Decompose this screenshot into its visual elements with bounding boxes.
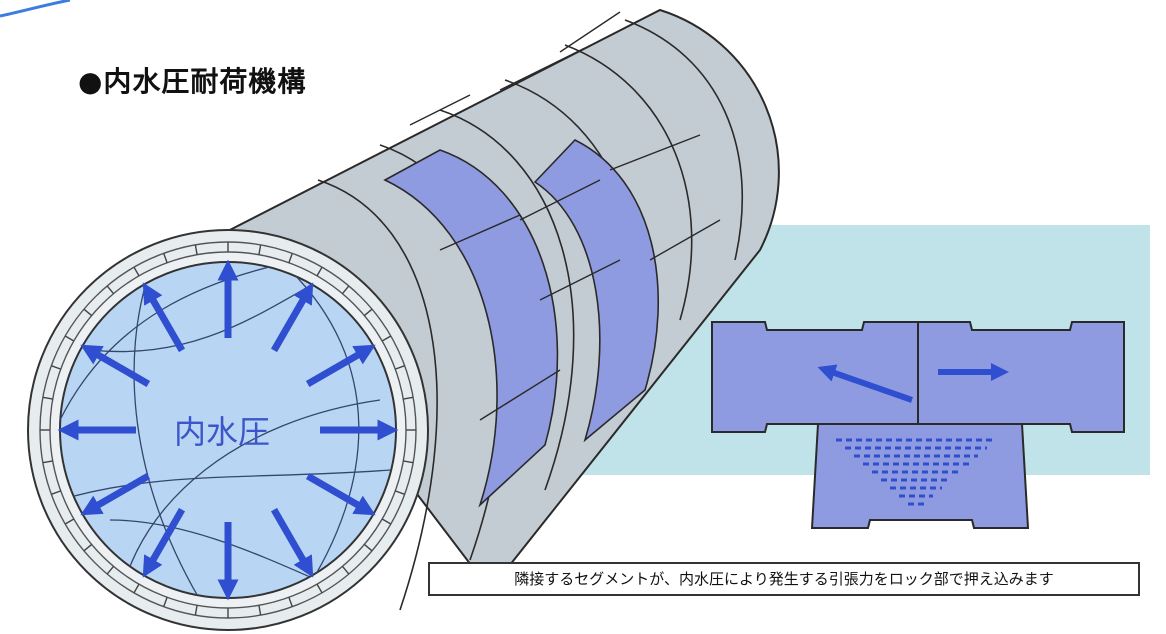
ring-tick xyxy=(163,597,168,607)
segment-lock-diagram xyxy=(711,321,1125,529)
ring-tick xyxy=(403,396,414,400)
ring-tick xyxy=(106,565,115,575)
pressure-arrow xyxy=(270,507,314,578)
left-segment xyxy=(711,321,919,433)
lower-segment xyxy=(810,423,1030,529)
ring-tick xyxy=(64,518,75,525)
ring-tick xyxy=(42,396,53,400)
ring-tick xyxy=(316,583,323,594)
pressure-arrow xyxy=(270,282,314,353)
ring-tick xyxy=(316,266,323,277)
ring-tick xyxy=(258,605,262,616)
ring-tick xyxy=(341,565,350,575)
ring-tick xyxy=(395,365,405,370)
pressure-arrow xyxy=(305,472,376,516)
ring-tick xyxy=(133,266,140,277)
ring-tick xyxy=(163,253,168,263)
right-segment xyxy=(917,321,1125,433)
ring-face xyxy=(27,229,429,631)
ring-tick xyxy=(83,308,93,317)
blue-segment-1 xyxy=(383,149,559,508)
blue-segment-2 xyxy=(533,139,660,443)
pressure-arrow xyxy=(142,282,186,353)
ring-tick xyxy=(395,490,405,495)
ring-tick xyxy=(83,543,93,552)
corner-swoosh xyxy=(0,0,71,18)
caption-box: 隣接するセグメントが、内水圧により発生する引張力をロック部で押え込みます xyxy=(428,562,1140,596)
pressure-arrow xyxy=(305,344,376,388)
pressure-arrow xyxy=(80,472,151,516)
ring-tick xyxy=(288,253,293,263)
pressure-arrows xyxy=(57,259,399,601)
ring-tick xyxy=(381,335,392,342)
ring-tick xyxy=(51,490,61,495)
ring-tick xyxy=(42,460,53,464)
ring-tick xyxy=(194,244,198,255)
segment-joints xyxy=(409,11,721,421)
ring-tick xyxy=(403,460,414,464)
ring-tick xyxy=(341,285,350,295)
ring-tick xyxy=(258,244,262,255)
pressure-arrow xyxy=(80,344,151,388)
ring-tick xyxy=(381,518,392,525)
ring-tick xyxy=(106,285,115,295)
ring-tick xyxy=(363,543,373,552)
ring-tick xyxy=(288,597,293,607)
ring-tick xyxy=(194,605,198,616)
ring-tick xyxy=(51,365,61,370)
ring-tick xyxy=(133,583,140,594)
ring-tick xyxy=(363,308,373,317)
diagram-title: ●内水圧耐荷機構 xyxy=(78,65,307,98)
ring-tick xyxy=(64,335,75,342)
pressure-arrow xyxy=(142,507,186,578)
